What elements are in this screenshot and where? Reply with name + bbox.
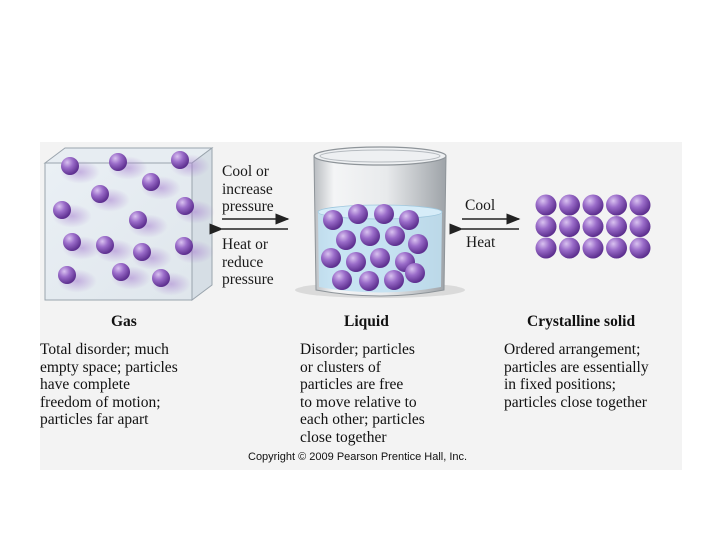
solid-particle [559, 216, 580, 237]
gas-particle [176, 197, 194, 215]
liquid-particle [359, 271, 379, 291]
heat-label: Heat [466, 234, 495, 252]
gas-particle [63, 233, 81, 251]
solid-particle [583, 216, 604, 237]
liquid-particle [408, 234, 428, 254]
solid-particle [606, 238, 627, 259]
gas-particle [175, 237, 193, 255]
gas-particle [91, 185, 109, 203]
copyright-notice: Copyright © 2009 Pearson Prentice Hall, … [248, 451, 467, 463]
gas-particle [171, 151, 189, 169]
solid-particle [630, 195, 651, 216]
gas-particle [112, 263, 130, 281]
solid-particle [606, 195, 627, 216]
gas-particle [133, 243, 151, 261]
liquid-particle [332, 270, 352, 290]
solid-particle [536, 216, 557, 237]
liquid-particle [336, 230, 356, 250]
solid-particle [536, 195, 557, 216]
heat-reduce-pressure-label: Heat or reduce pressure [222, 236, 274, 289]
solid-particle [583, 195, 604, 216]
solid-particle [630, 238, 651, 259]
gas-particle [152, 269, 170, 287]
gas-particle [58, 266, 76, 284]
liquid-particle [385, 226, 405, 246]
liquid-heading: Liquid [344, 313, 389, 331]
cool-increase-pressure-label: Cool or increase pressure [222, 163, 274, 216]
right-arrows [462, 219, 519, 229]
solid-particle [583, 238, 604, 259]
liquid-description: Disorder; particles or clusters of parti… [300, 341, 425, 446]
gas-heading: Gas [111, 313, 137, 331]
gas-particle [96, 236, 114, 254]
left-arrows [222, 219, 288, 229]
liquid-particle [384, 270, 404, 290]
liquid-particle [399, 210, 419, 230]
solid-particle [559, 238, 580, 259]
liquid-particle [348, 204, 368, 224]
liquid-particle [405, 263, 425, 283]
solid-particle [606, 216, 627, 237]
solid-particle [536, 238, 557, 259]
liquid-particle [370, 248, 390, 268]
solid-description: Ordered arrangement; particles are essen… [504, 341, 649, 411]
solid-particle [559, 195, 580, 216]
crystalline-solid-heading: Crystalline solid [527, 313, 635, 331]
liquid-particle [321, 248, 341, 268]
gas-particle [109, 153, 127, 171]
cool-label: Cool [465, 197, 495, 215]
liquid-particle [323, 210, 343, 230]
gas-particle [142, 173, 160, 191]
gas-description: Total disorder; much empty space; partic… [40, 341, 178, 429]
solid-particle [630, 216, 651, 237]
gas-particle [129, 211, 147, 229]
liquid-particle [346, 252, 366, 272]
gas-particle [53, 201, 71, 219]
gas-particle [61, 157, 79, 175]
solid-particles [536, 195, 651, 259]
liquid-particle [374, 204, 394, 224]
liquid-particle [360, 226, 380, 246]
